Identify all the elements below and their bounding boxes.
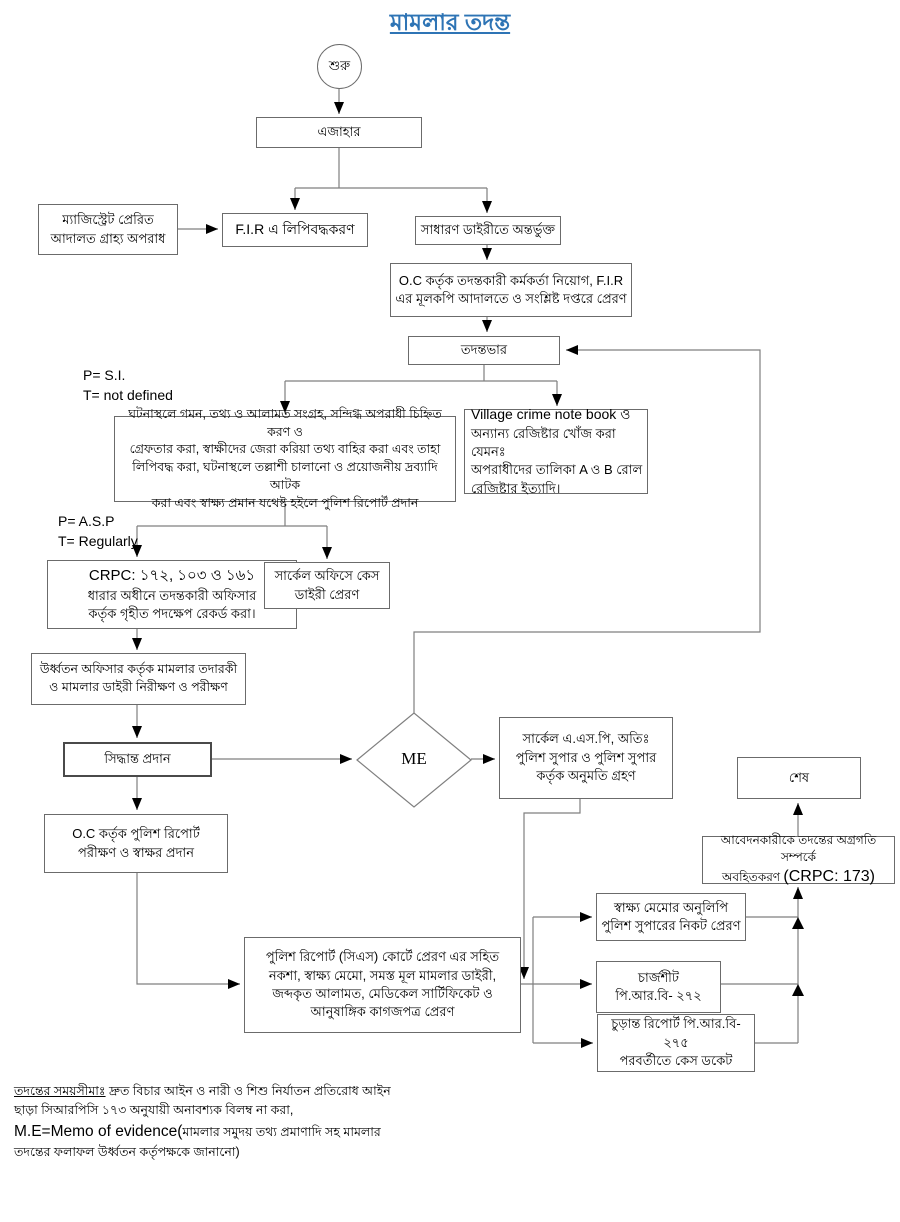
memo-copy-box: স্বাক্ষ্য মেমোর অনুলিপি পুলিশ সুপারের নি… — [596, 893, 746, 941]
memo-copy-line: পুলিশ সুপারের নিকট প্রেরণ — [601, 918, 741, 933]
fir-label: F.I.R এ লিপিবদ্ধকরণ — [235, 221, 355, 238]
memo-copy-line: স্বাক্ষ্য মেমোর অনুলিপি — [613, 899, 729, 915]
arrow-oc-report-to-cs-court — [136, 873, 240, 989]
senior-officer-line: ও মামলার ডাইরী নিরীক্ষণ ও পরীক্ষণ — [49, 680, 228, 694]
crpc-box: CRPC: ১৭২, ১০৩ ও ১৬১ ধারার অধীনে তদন্তকা… — [47, 560, 297, 629]
village-line: অন্যান্য রেজিষ্টার খোঁজ করা যেমনঃ — [471, 425, 616, 459]
final-report-line: ২৭৫ — [663, 1034, 689, 1050]
ejahar-box: এজাহার — [256, 117, 422, 148]
decision-label: সিদ্ধান্ত প্রদান — [104, 751, 171, 767]
arrow-me-feedback-to-charge — [413, 345, 761, 713]
footnote-line2: ছাড়া সিআরপিসি ১৭৩ অনুযায়ী অনাবশ্যক বিল… — [14, 1102, 294, 1117]
scene-line: লিপিবদ্ধ করা, ঘটনাস্থলে তল্লাশী চালানো ও… — [132, 460, 438, 492]
oc-assign-line: O.C কর্তৃক তদন্তকারী কর্মকর্তা নিয়োগ, F… — [398, 272, 624, 288]
note-si-line2: T= not defined — [83, 386, 173, 403]
circle-office-line: ডাইরী প্রেরণ — [294, 586, 360, 602]
scene-line: করা এবং স্বাক্ষ্য প্রমান যথেষ্ট হইলে পুল… — [151, 495, 419, 510]
permission-box: সার্কেল এ.এস.পি, অতিঃ পুলিশ সুপার ও পুলি… — [499, 717, 673, 799]
general-diary-label: সাধারণ ডাইরীতে অন্তর্ভুক্ত — [420, 222, 556, 238]
end-box: শেষ — [737, 757, 861, 799]
note-si-line1: P= S.I. — [83, 367, 126, 383]
footnote-line4: তদন্তের ফলাফল উর্ধ্বতন কর্তৃপক্ষকে জানান… — [14, 1144, 240, 1159]
cs-court-line: নকশা, স্বাক্ষ্য মেমো, সমস্ত মূল মামলার ড… — [268, 967, 497, 983]
end-label: শেষ — [788, 769, 810, 785]
footnote-line1: তদন্তের সময়সীমাঃ দ্রুত বিচার আইন ও নারী… — [14, 1082, 434, 1101]
fir-box: F.I.R এ লিপিবদ্ধকরণ — [222, 213, 368, 247]
crpc-line: CRPC: ১৭২, ১০৩ ও ১৬১ — [88, 567, 256, 585]
footnote-line3: M.E=Memo of evidence(মামলার সমুদয় তথ্য … — [14, 1120, 434, 1143]
inform-line: আবেদনকারীকে তদন্তের অগ্রগতি সম্পর্কে — [720, 832, 877, 864]
footnote-me-definition: M.E=Memo of evidence( — [14, 1122, 183, 1140]
village-line: অপরাধীদের তালিকা A ও B রোল — [471, 462, 643, 478]
crpc-line: কর্তৃক গৃহীত পদক্ষেপ রেকর্ড করা। — [88, 606, 256, 622]
scene-line: ঘটনাস্থলে গমন, তথ্য ও আলামত সংগ্রহ, সন্দ… — [128, 406, 442, 439]
collector-mid-arrow-1 — [792, 917, 804, 929]
cs-court-box: পুলিশ রিপোর্ট (সিএস) কোর্টে প্রেরণ এর সহ… — [244, 937, 521, 1033]
inform-line2-latin: (CRPC: 173) — [783, 867, 875, 885]
oc-assign-line: এর মূলকপি আদালতে ও সংশ্লিষ্ট দপ্তরে প্রে… — [395, 291, 627, 306]
scene-box: ঘটনাস্থলে গমন, তথ্য ও আলামত সংগ্রহ, সন্দ… — [114, 407, 456, 510]
oc-report-line: O.C কর্তৃক পুলিশ রিপোর্ট — [72, 826, 200, 842]
permission-line: পুলিশ সুপার ও পুলিশ সুপার — [515, 749, 657, 765]
footnote-heading: তদন্তের সময়সীমাঃ — [14, 1084, 106, 1098]
note-asp-line1: P= A.S.P — [58, 513, 115, 529]
village-line: রেজিষ্টার ইত্যাদি। — [471, 480, 561, 496]
note-si: P= S.I. T= not defined — [83, 366, 173, 405]
note-asp: P= A.S.P T= Regularly — [58, 512, 138, 551]
final-report-line: পরবর্তীতে কেস ডকেট — [619, 1053, 733, 1069]
circle-office-box: সার্কেল অফিসে কেস ডাইরী প্রেরণ — [264, 562, 390, 609]
ejahar-label: এজাহার — [317, 124, 361, 140]
footnote-line1-rest: দ্রুত বিচার আইন ও নারী ও শিশু নির্যাতন প… — [105, 1084, 391, 1098]
charge-box: তদন্তভার — [408, 336, 560, 365]
me-diamond-label: ME — [401, 749, 427, 768]
cs-court-line: আনুষাঙ্গিক কাগজপত্র প্রেরণ — [310, 1004, 455, 1020]
page-title-text: মামলার তদন্ত — [389, 9, 511, 35]
senior-officer-line: উর্ধ্বতন অফিসার কর্তৃক মামলার তদারকী — [39, 662, 238, 677]
oc-report-line: পরীক্ষণ ও স্বাক্ষর প্রদান — [78, 844, 194, 860]
footnote-line3-bn: মামলার সমুদয় তথ্য প্রমাণাদি সহ মামলার — [182, 1124, 381, 1139]
inform-line2-bn: অবহিতকরণ — [722, 869, 784, 884]
oc-report-box: O.C কর্তৃক পুলিশ রিপোর্ট পরীক্ষণ ও স্বাক… — [44, 814, 228, 873]
collector-mid-arrow-2 — [792, 984, 804, 996]
chargesheet-line: পি.আর.বি- ২৭২ — [615, 988, 702, 1003]
arrow-permission-to-junction — [519, 798, 581, 979]
magistrate-line: ম্যাজিস্ট্রেট প্রেরিত — [62, 212, 154, 228]
chargesheet-line: চার্জশীট — [638, 969, 679, 985]
cs-court-line: জব্দকৃত আলামত, মেডিকেল সার্টিফিকেট ও — [272, 986, 493, 1001]
permission-line: সার্কেল এ.এস.পি, অতিঃ — [522, 731, 650, 747]
start-node: শুরু — [317, 44, 362, 89]
scene-line: গ্রেফতার করা, স্বাক্ষীদের জেরা করিয়া তথ… — [129, 442, 441, 457]
village-box: Village crime note book ও অন্যান্য রেজিষ… — [464, 406, 648, 496]
note-asp-line2: T= Regularly — [58, 532, 138, 549]
inform-line: অবহিতকরণ (CRPC: 173) — [722, 866, 875, 889]
start-label: শুরু — [328, 58, 351, 74]
village-line: Village crime note book ও — [471, 405, 631, 422]
me-diamond — [356, 712, 472, 808]
circle-office-line: সার্কেল অফিসে কেস — [274, 568, 380, 584]
crpc-line: ধারার অধীনে তদন্তকারী অফিসার — [87, 587, 257, 603]
final-report-line: চুড়ান্ত রিপোর্ট পি.আর.বি- — [611, 1016, 741, 1032]
magistrate-box: ম্যাজিস্ট্রেট প্রেরিত আদালত গ্রাহ্য অপরা… — [38, 204, 178, 255]
chargesheet-box: চার্জশীট পি.আর.বি- ২৭২ — [596, 961, 721, 1013]
general-diary-box: সাধারণ ডাইরীতে অন্তর্ভুক্ত — [415, 216, 561, 245]
page-title: মামলার তদন্ত — [0, 4, 900, 43]
footnote: তদন্তের সময়সীমাঃ দ্রুত বিচার আইন ও নারী… — [14, 1082, 434, 1162]
magistrate-line: আদালত গ্রাহ্য অপরাধ — [50, 230, 166, 246]
cs-court-line: পুলিশ রিপোর্ট (সিএস) কোর্টে প্রেরণ এর সহ… — [265, 949, 500, 965]
decision-box: সিদ্ধান্ত প্রদান — [63, 742, 212, 777]
inform-box: আবেদনকারীকে তদন্তের অগ্রগতি সম্পর্কে অবহ… — [702, 833, 895, 885]
final-report-box: চুড়ান্ত রিপোর্ট পি.আর.বি- ২৭৫ পরবর্তীতে… — [597, 1014, 755, 1072]
charge-label: তদন্তভার — [460, 342, 508, 358]
permission-line: কর্তৃক অনুমতি গ্রহণ — [536, 768, 636, 784]
senior-officer-box: উর্ধ্বতন অফিসার কর্তৃক মামলার তদারকী ও ম… — [31, 653, 246, 705]
oc-assign-box: O.C কর্তৃক তদন্তকারী কর্মকর্তা নিয়োগ, F… — [390, 263, 632, 317]
